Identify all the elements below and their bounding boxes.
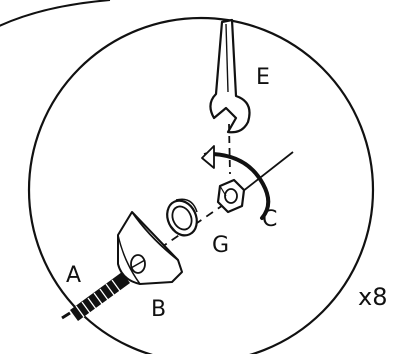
- label-g: G: [212, 233, 229, 258]
- hex-nut: [218, 180, 244, 212]
- wrench-e: [210, 20, 249, 174]
- quantity-label: x8: [358, 283, 387, 311]
- label-b: B: [151, 297, 166, 322]
- label-e: E: [256, 65, 270, 90]
- arrow-head: [202, 146, 214, 168]
- label-c: C: [262, 207, 277, 232]
- previous-step-outline: [0, 0, 110, 28]
- label-a: A: [66, 263, 81, 288]
- washer-g: [162, 196, 203, 240]
